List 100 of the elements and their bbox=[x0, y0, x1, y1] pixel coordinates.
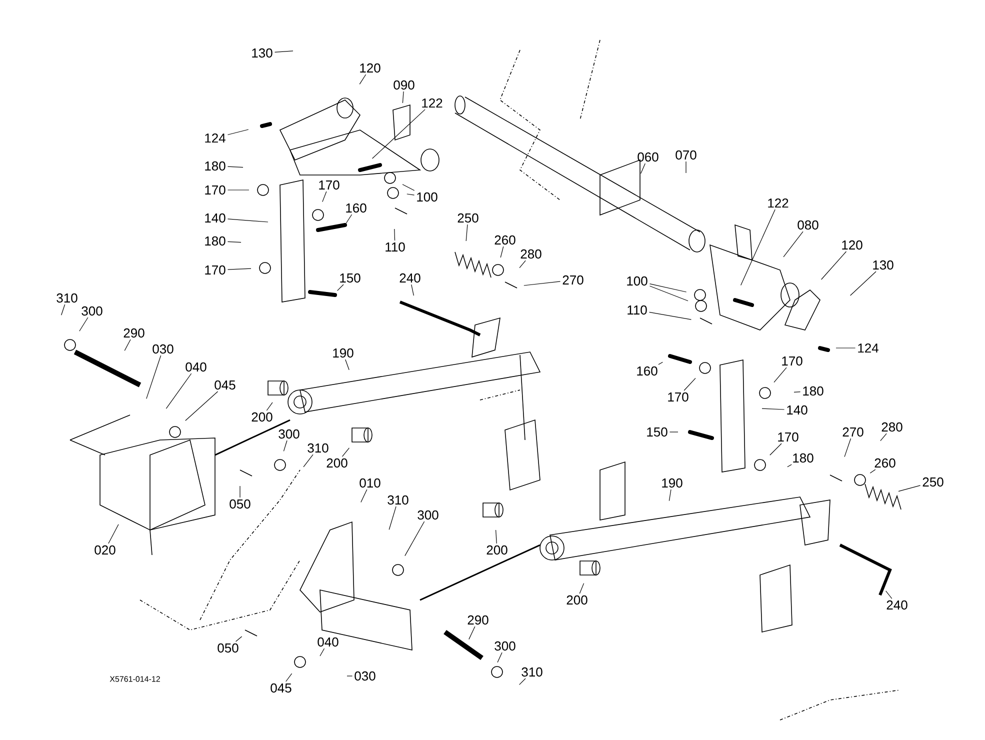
callout-number: 040 bbox=[318, 637, 338, 647]
callout-number: 124 bbox=[858, 343, 878, 353]
callout-number: 140 bbox=[787, 405, 808, 415]
callout-number: 110 bbox=[628, 305, 647, 315]
callout-number: 170 bbox=[205, 265, 226, 275]
callout-number: 030 bbox=[152, 344, 174, 354]
leader-line bbox=[61, 304, 66, 316]
callout-number: 045 bbox=[214, 380, 236, 390]
callout-number: 070 bbox=[676, 150, 696, 160]
callout-number: 200 bbox=[326, 458, 348, 468]
callout-number: 190 bbox=[333, 348, 354, 358]
callout-number: 170 bbox=[668, 392, 688, 402]
callout-number: 200 bbox=[566, 595, 588, 605]
leader-line bbox=[406, 194, 415, 196]
callout-number: 100 bbox=[417, 192, 438, 202]
callout-number: 310 bbox=[308, 443, 328, 453]
callout-number: 310 bbox=[56, 293, 78, 303]
callout-number: 160 bbox=[346, 203, 366, 213]
callout-number: 120 bbox=[842, 240, 862, 250]
drawing-number: X5761-014-12 bbox=[110, 676, 160, 682]
callout-number: 020 bbox=[94, 545, 116, 555]
callout-number: 280 bbox=[882, 422, 902, 432]
callout-number: 280 bbox=[520, 249, 542, 259]
leader-line bbox=[684, 378, 696, 391]
leader-line bbox=[274, 50, 294, 52]
leader-line bbox=[394, 228, 396, 241]
leader-line bbox=[342, 448, 350, 457]
leader-line bbox=[821, 251, 847, 280]
leader-line bbox=[783, 231, 804, 258]
callout-number: 130 bbox=[252, 48, 272, 58]
leader-line bbox=[886, 590, 892, 599]
callout-number: 200 bbox=[252, 412, 272, 422]
callout-number: 124 bbox=[205, 133, 226, 143]
leader-line bbox=[468, 626, 476, 640]
callout-number: 010 bbox=[360, 478, 380, 488]
callout-number: 240 bbox=[886, 600, 908, 610]
callout-number: 180 bbox=[803, 386, 824, 396]
leader-line bbox=[108, 524, 119, 544]
callout-number: 080 bbox=[798, 220, 818, 230]
callout-number: 270 bbox=[842, 427, 864, 437]
leader-line bbox=[774, 367, 787, 383]
leader-line bbox=[227, 129, 249, 136]
leader-line bbox=[320, 648, 325, 656]
leader-line bbox=[402, 91, 404, 104]
callout-number: 045 bbox=[270, 683, 292, 693]
leader-line bbox=[236, 636, 242, 642]
leader-line bbox=[519, 678, 526, 685]
callout-number: 310 bbox=[388, 495, 408, 505]
leader-line bbox=[337, 284, 344, 291]
leader-line bbox=[640, 163, 646, 174]
callout-number: 190 bbox=[662, 478, 682, 488]
callout-number: 060 bbox=[638, 152, 658, 162]
leader-line bbox=[880, 433, 887, 442]
callout-number: 150 bbox=[647, 427, 668, 437]
callout-number: 140 bbox=[205, 213, 226, 223]
callout-number: 260 bbox=[494, 235, 516, 245]
leader-line bbox=[79, 317, 88, 332]
leader-line bbox=[496, 530, 497, 544]
callout-number: 300 bbox=[82, 306, 102, 316]
callout-number: 050 bbox=[230, 499, 250, 509]
leader-line bbox=[524, 281, 561, 286]
callout-number: 040 bbox=[186, 362, 206, 372]
leader-line bbox=[124, 339, 131, 351]
leader-line bbox=[497, 652, 502, 663]
callout-number: 310 bbox=[522, 667, 542, 677]
leader-line bbox=[322, 191, 327, 202]
callout-number: 170 bbox=[778, 432, 798, 442]
callout-number: 130 bbox=[873, 260, 894, 270]
leader-line bbox=[166, 373, 192, 409]
leader-line bbox=[283, 440, 288, 452]
callout-number: 260 bbox=[874, 458, 896, 468]
leader-line bbox=[404, 521, 425, 556]
leader-line bbox=[388, 506, 396, 530]
leader-line bbox=[466, 224, 468, 242]
callout-number: 122 bbox=[768, 198, 788, 208]
leader-line bbox=[844, 438, 852, 458]
callout-number: 050 bbox=[218, 643, 238, 653]
leader-line bbox=[762, 408, 785, 410]
callout-number: 250 bbox=[458, 213, 478, 223]
leader-line bbox=[345, 359, 350, 370]
leader-line bbox=[649, 284, 687, 292]
callout-number: 100 bbox=[627, 276, 648, 286]
leader-line bbox=[360, 489, 368, 503]
callout-number: 030 bbox=[354, 671, 376, 681]
leader-line bbox=[227, 218, 268, 222]
callout-number: 110 bbox=[386, 242, 405, 252]
callout-number: 240 bbox=[400, 273, 420, 283]
callout-number: 160 bbox=[637, 366, 658, 376]
leader-line bbox=[500, 246, 504, 258]
callout-number: 170 bbox=[782, 356, 802, 366]
leader-line bbox=[266, 402, 273, 411]
leader-line bbox=[303, 454, 314, 468]
leader-line bbox=[519, 260, 526, 268]
callout-number: 290 bbox=[124, 328, 144, 338]
leader-line bbox=[286, 673, 292, 682]
leader-line bbox=[658, 362, 663, 365]
leader-line bbox=[402, 184, 415, 191]
leader-line bbox=[649, 286, 688, 302]
callout-number: 180 bbox=[793, 453, 814, 463]
callout-number: 170 bbox=[205, 185, 226, 195]
